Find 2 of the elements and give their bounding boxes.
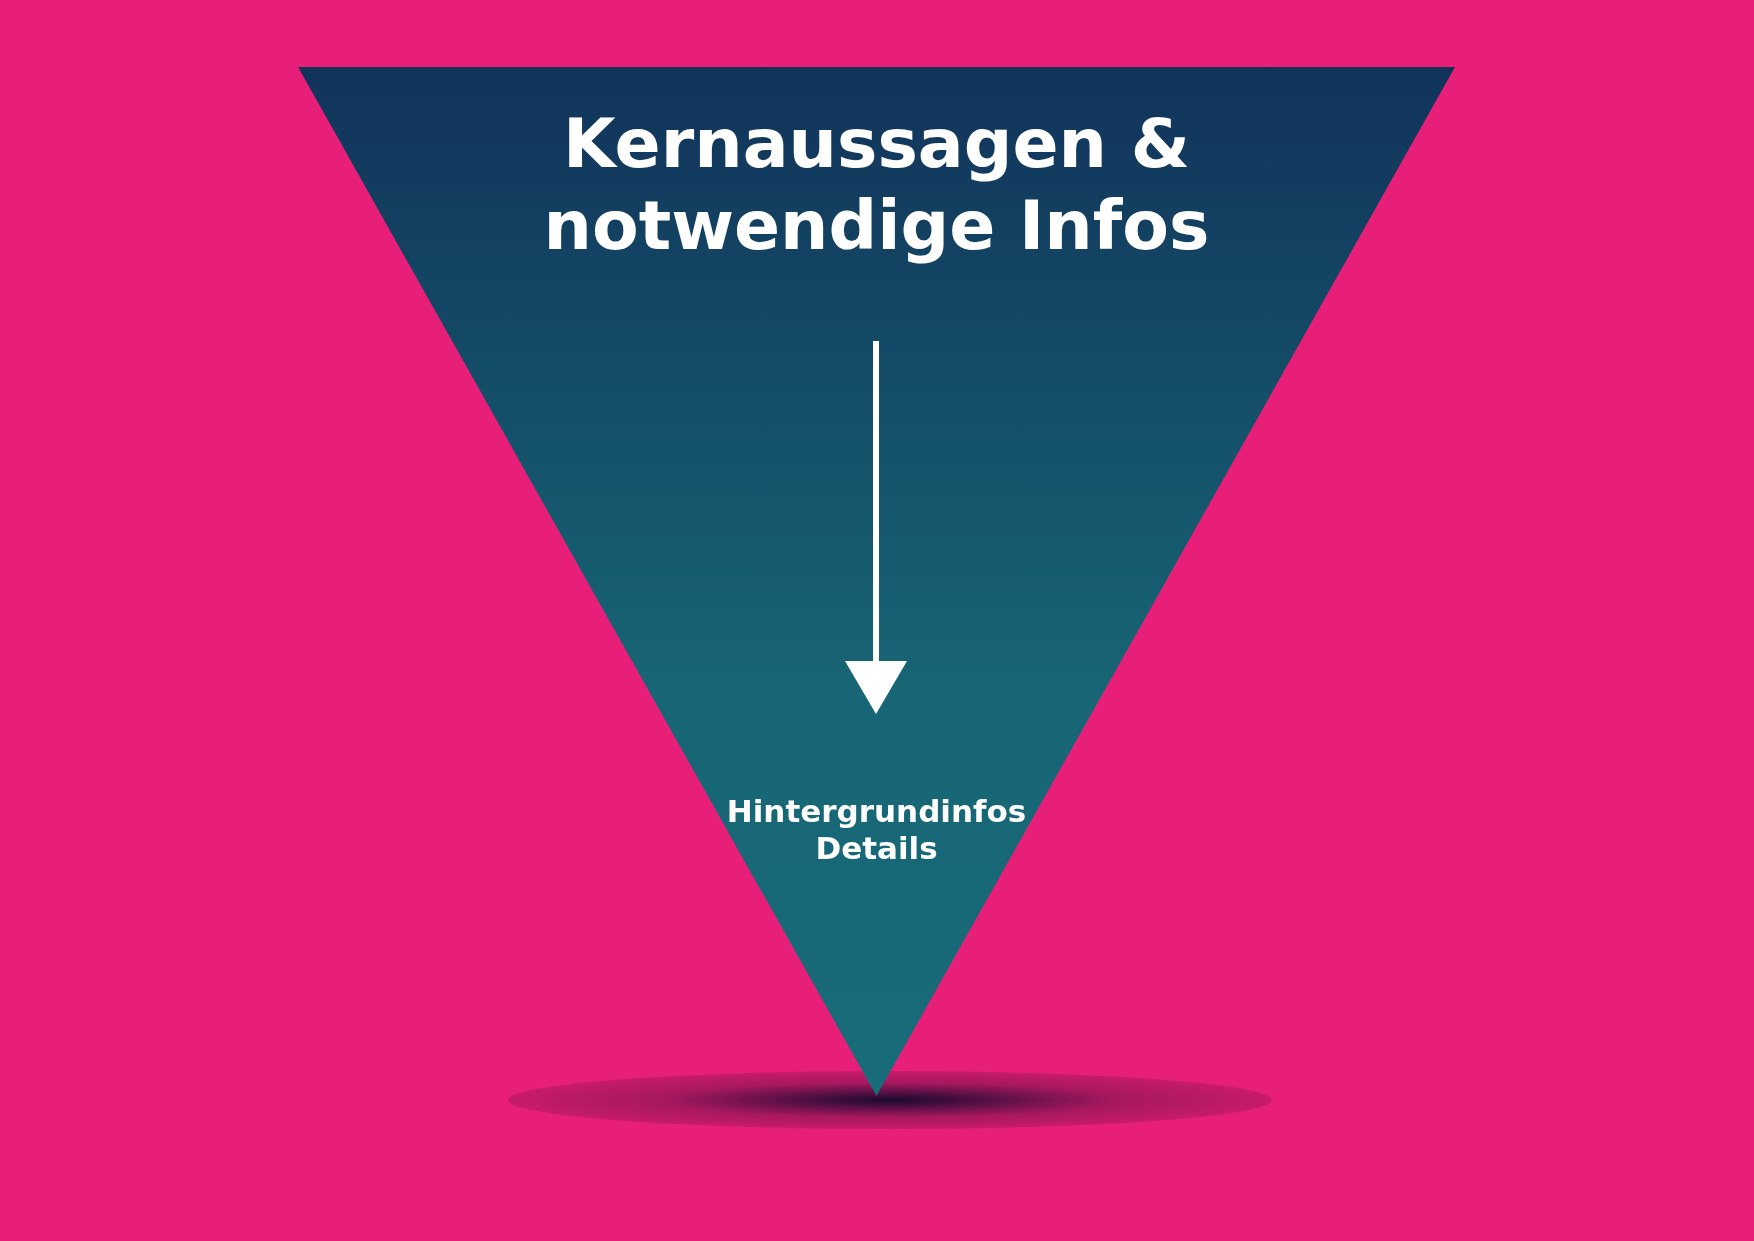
body-text: Hintergrundinfos Details <box>726 793 1027 868</box>
heading: Kernaussagen & notwendige Infos <box>542 103 1211 267</box>
